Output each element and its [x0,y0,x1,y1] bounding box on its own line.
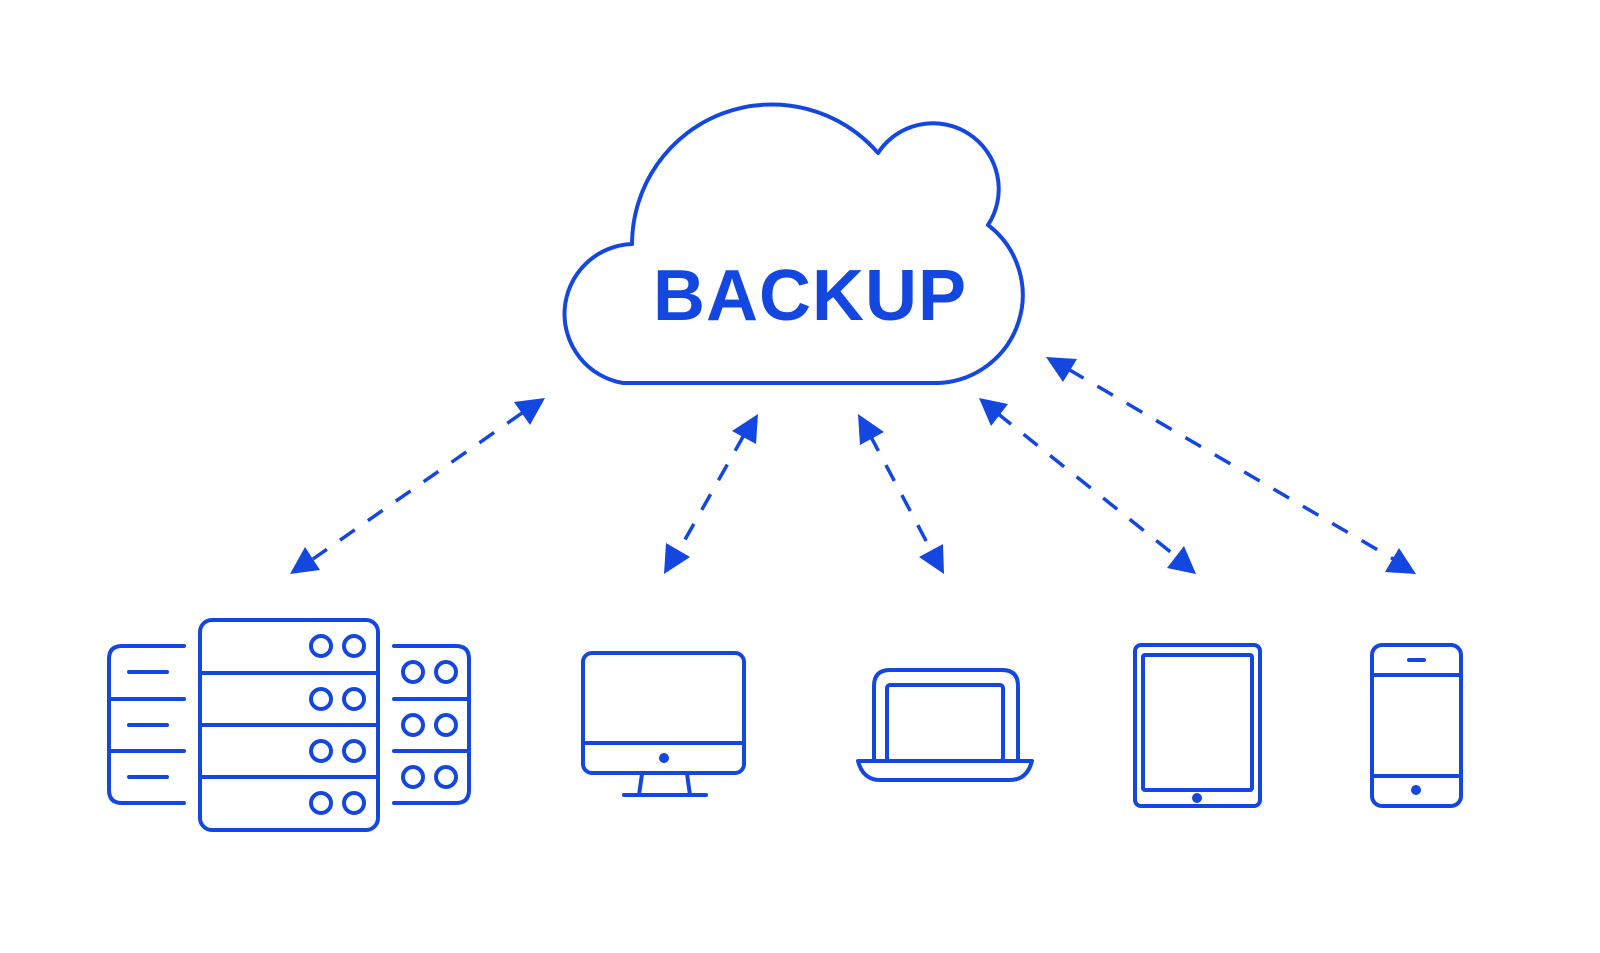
desktop-monitor-icon [581,651,746,797]
server-rack-icon [107,618,471,832]
sync-arrow-phone [1046,357,1416,574]
sync-arrow-tablet [979,398,1196,574]
tablet-icon [1133,643,1262,808]
sync-arrow-server [290,398,545,574]
sync-arrow-desktop [664,414,758,574]
smartphone-icon [1370,643,1463,808]
laptop-icon [856,668,1034,782]
cloud-label: BACKUP [652,256,967,336]
cloud-icon [562,102,1025,385]
sync-arrow-laptop [858,414,944,574]
